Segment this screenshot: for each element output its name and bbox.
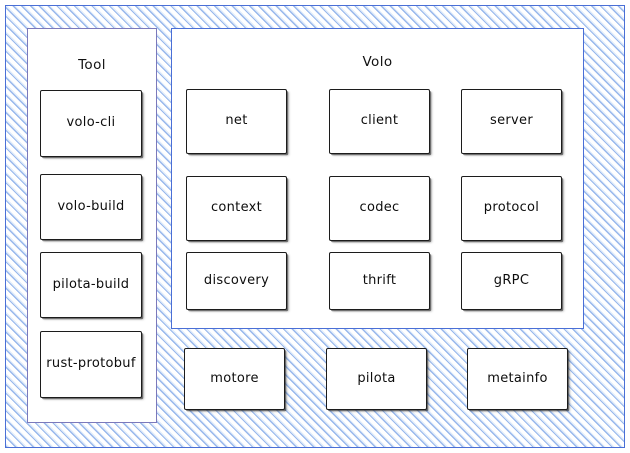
group-volo-title: Volo bbox=[362, 54, 393, 70]
node-pilota-label: pilota bbox=[357, 370, 396, 386]
node-discovery-label: discovery bbox=[203, 272, 270, 288]
node-volo-build-label: volo-build bbox=[57, 198, 125, 214]
node-rust-protobuf[interactable]: rust-protobuf bbox=[40, 331, 142, 398]
node-volo-build[interactable]: volo-build bbox=[40, 174, 142, 240]
node-motore[interactable]: motore bbox=[184, 348, 285, 410]
node-protocol-label: protocol bbox=[483, 200, 540, 216]
node-context-label: context bbox=[210, 200, 263, 216]
node-thrift-label: thrift bbox=[362, 272, 397, 288]
node-codec[interactable]: codec bbox=[329, 176, 430, 241]
node-pilota-build[interactable]: pilota-build bbox=[40, 252, 142, 318]
node-client-label: client bbox=[360, 113, 399, 129]
node-metainfo[interactable]: metainfo bbox=[467, 348, 568, 410]
node-grpc-label: gRPC bbox=[493, 272, 530, 288]
node-net-label: net bbox=[225, 113, 248, 129]
node-metainfo-label: metainfo bbox=[487, 370, 548, 386]
node-server[interactable]: server bbox=[461, 89, 562, 154]
node-protocol[interactable]: protocol bbox=[461, 176, 562, 241]
node-net[interactable]: net bbox=[186, 89, 287, 154]
node-volo-cli-label: volo-cli bbox=[66, 115, 116, 131]
node-client[interactable]: client bbox=[329, 89, 430, 154]
node-thrift[interactable]: thrift bbox=[329, 252, 430, 310]
node-server-label: server bbox=[490, 113, 533, 129]
node-volo-cli[interactable]: volo-cli bbox=[40, 90, 142, 157]
node-pilota-build-label: pilota-build bbox=[52, 276, 130, 292]
node-discovery[interactable]: discovery bbox=[186, 252, 287, 310]
node-motore-label: motore bbox=[210, 370, 259, 386]
node-grpc[interactable]: gRPC bbox=[461, 252, 562, 310]
node-codec-label: codec bbox=[359, 200, 400, 216]
group-tool-title: Tool bbox=[78, 57, 106, 73]
node-pilota[interactable]: pilota bbox=[326, 348, 427, 410]
node-context[interactable]: context bbox=[186, 176, 287, 241]
node-rust-protobuf-label: rust-protobuf bbox=[46, 356, 136, 372]
